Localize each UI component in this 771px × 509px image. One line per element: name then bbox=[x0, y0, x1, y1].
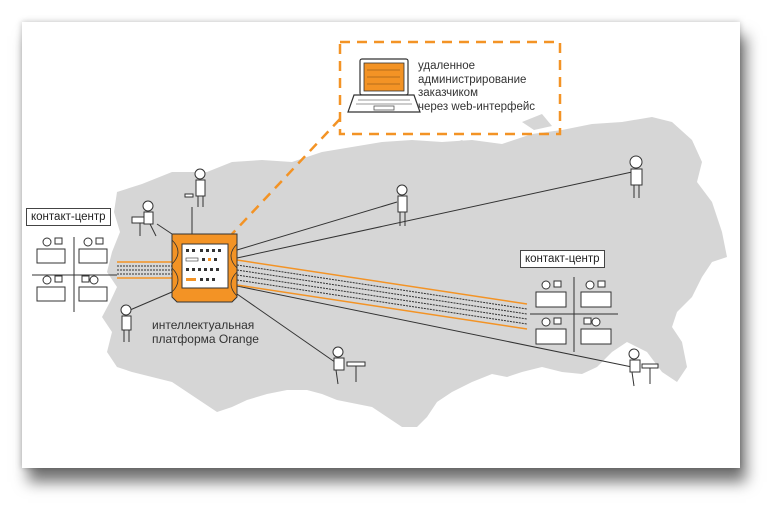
agent-desk-far-southeast bbox=[628, 348, 659, 387]
link-far-east-agent bbox=[236, 171, 633, 259]
platform-label-line: интеллектуальная bbox=[152, 318, 255, 332]
link-center-agent bbox=[236, 201, 398, 251]
trunk-east bbox=[236, 259, 528, 330]
callout-connector bbox=[231, 118, 341, 235]
platform-label: интеллектуальная платформа Orange bbox=[152, 318, 259, 346]
agent-standing-phone-far-east bbox=[629, 155, 643, 198]
link-southwest-agent bbox=[129, 291, 173, 311]
diagram-card: удаленное администрирование заказчиком ч… bbox=[22, 22, 740, 468]
admin-text-line: удаленное bbox=[418, 60, 476, 72]
contact-center-west-grid bbox=[32, 237, 117, 312]
agent-workstation bbox=[535, 280, 567, 308]
admin-text-line: через web-интерфейс bbox=[418, 100, 536, 113]
platform-label-line: платформа Orange bbox=[152, 332, 259, 346]
contact-center-east-label: контакт-центр bbox=[520, 250, 605, 268]
trunk-west bbox=[117, 261, 172, 279]
laptop-icon bbox=[347, 58, 421, 113]
agent-desk-laptop-northwest bbox=[131, 200, 157, 237]
agent-workstation bbox=[580, 317, 612, 345]
agent-workstation bbox=[535, 317, 567, 345]
agent-standing-phone-southwest bbox=[120, 304, 132, 342]
agent-standing-phone-center bbox=[396, 184, 408, 226]
agent-standing-phone-north bbox=[184, 168, 206, 207]
connection-lines bbox=[129, 171, 633, 368]
link-northwest-agent bbox=[156, 223, 173, 235]
admin-text-line: заказчиком bbox=[418, 87, 478, 99]
remote-admin-description: удаленное администрирование заказчиком ч… bbox=[418, 60, 535, 114]
agent-workstation bbox=[580, 280, 612, 308]
agent-workstation bbox=[78, 275, 108, 302]
network-diagram bbox=[32, 40, 727, 427]
agent-workstation bbox=[36, 275, 66, 302]
agent-workstation bbox=[36, 237, 66, 264]
agent-workstation bbox=[78, 237, 108, 264]
contact-center-east-grid bbox=[530, 277, 618, 352]
agent-desk-laptop-south bbox=[332, 346, 366, 385]
link-far-southeast-agent bbox=[236, 285, 633, 368]
admin-text-line: администрирование bbox=[418, 73, 527, 86]
server-cabinet-icon bbox=[171, 233, 238, 303]
remote-admin-callout bbox=[338, 40, 562, 136]
russia-map bbox=[102, 117, 727, 427]
contact-center-west-label: контакт-центр bbox=[26, 208, 111, 226]
link-south-agent bbox=[236, 293, 343, 368]
